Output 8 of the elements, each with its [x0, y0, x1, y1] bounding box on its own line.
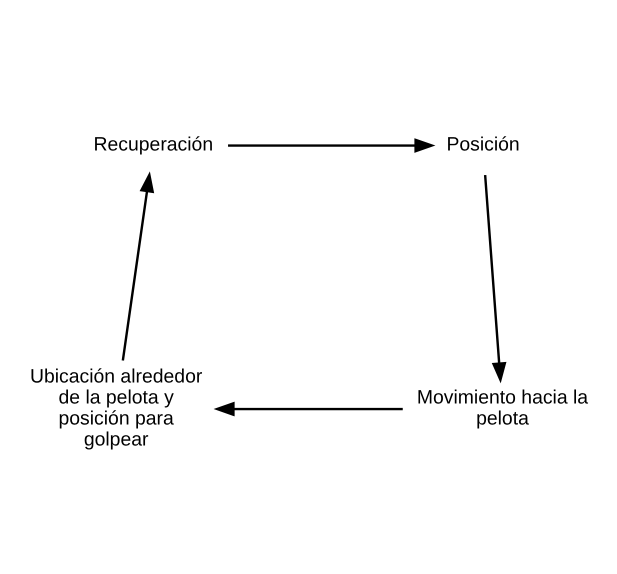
node-text: Ubicación alrededor de la pelota y posición para golpear	[30, 366, 202, 451]
node-text: Recuperación	[94, 134, 214, 156]
arrow	[122, 171, 154, 361]
arrow	[214, 402, 403, 416]
node-text: Movimiento hacia la pelota	[416, 386, 588, 430]
arrow	[228, 138, 436, 153]
node-text: Posición	[446, 134, 520, 156]
arrow	[484, 174, 506, 384]
